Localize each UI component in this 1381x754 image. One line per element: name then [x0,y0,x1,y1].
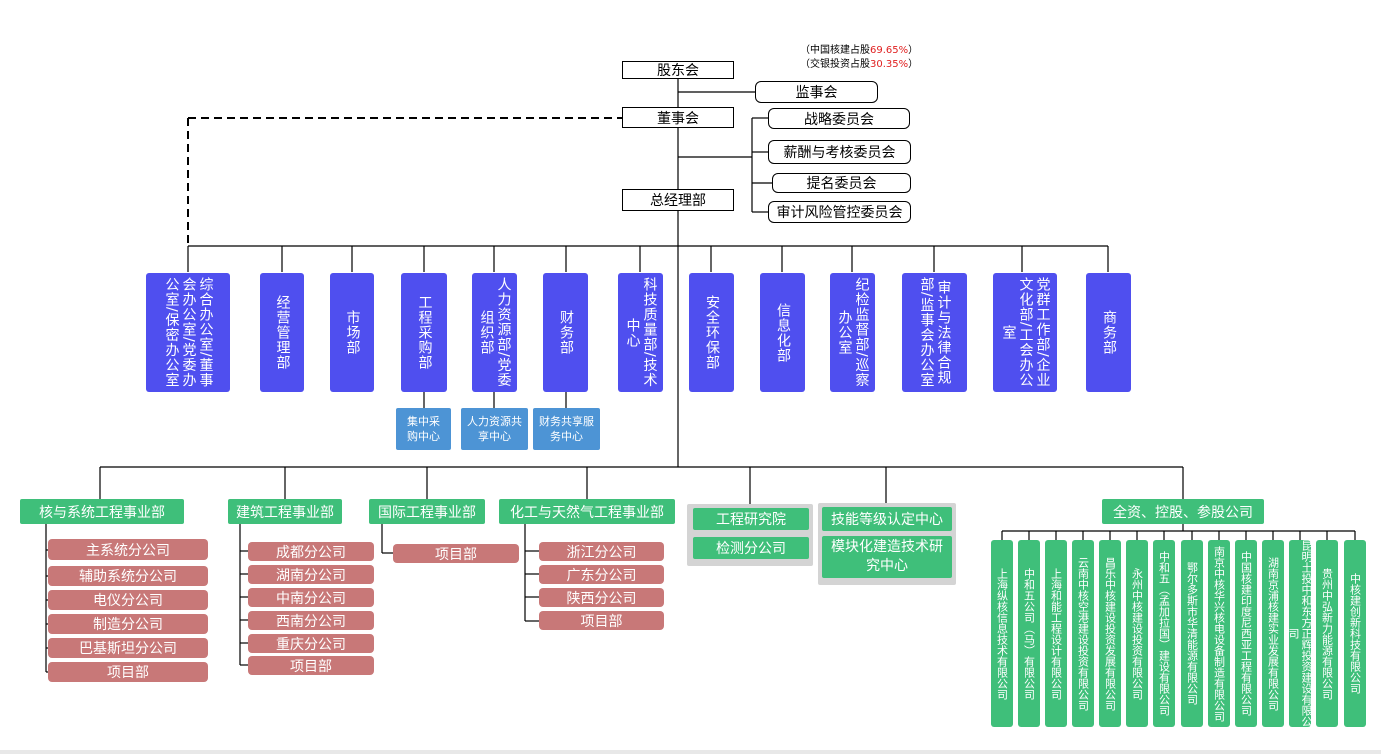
subsidiary-label: 南京中核华兴核电设备制造有限公司 [1212,545,1226,722]
subsidiary-label: 鄂尔多斯市华清能源有限公司 [1185,562,1199,705]
branch-nuclear-2: 辅助系统分公司 [48,566,208,586]
modular-construction-center: 模块化建造技术研究中心 [822,536,952,578]
subsidiaries-header: 全资、控股、参股公司 [1102,499,1264,524]
branch-building-1: 成都分公司 [248,542,374,561]
subsidiary-11: 湖南京浦核建实业发展有限公司 [1262,540,1284,727]
dept-technology-quality: 科技质量部/技术中心 [618,273,663,392]
dept-label: 市场部 [344,310,361,355]
dept-label: 党群工作部/企业文化部/工会办公室 [1000,277,1051,388]
dept-safety-environment: 安全环保部 [689,273,734,392]
subsidiary-label: 永州中核建设投资有限公司 [1130,567,1144,700]
supervisory-board: 监事会 [755,81,878,103]
division-international: 国际工程事业部 [369,499,485,524]
bottom-divider [0,750,1381,754]
dept-marketing: 市场部 [330,273,374,392]
branch-building-6: 项目部 [248,656,374,675]
general-manager-office: 总经理部 [622,189,734,211]
dept-engineering-procurement: 工程采购部 [401,273,447,392]
division-chemical: 化工与天然气工程事业部 [499,499,675,524]
branch-nuclear-4: 制造分公司 [48,614,208,634]
dept-label: 工程采购部 [416,295,433,370]
hr-shared-center: 人力资源共享中心 [461,408,528,450]
dept-label: 综合办公室/董事会办公室/党委办公室/保密办公室 [163,277,214,388]
subsidiary-label: 云南中核空港建设投资有限公司 [1076,556,1090,711]
dept-human-resources: 人力资源部/党委组织部 [472,273,517,392]
branch-building-4: 西南分公司 [248,611,374,630]
subsidiary-13: 贵州中弘新力能源有限公司 [1316,540,1338,727]
dept-label: 经营管理部 [274,295,291,370]
subsidiary-label: 贵州中弘新力能源有限公司 [1320,567,1334,700]
branch-nuclear-3: 电仪分公司 [48,590,208,610]
dept-party-affairs: 党群工作部/企业文化部/工会办公室 [993,273,1057,392]
subsidiary-label: 昆明土投中和东方正辉投资建设有限公司 [1287,540,1313,727]
ownership-note-bocom: （交银投资占股30.35%） [800,59,919,70]
subsidiary-9: 南京中核华兴核电设备制造有限公司 [1208,540,1230,727]
subsidiary-10: 中国核建印度尼西亚工程有限公司 [1235,540,1257,727]
dept-audit-legal: 审计与法律合规部/监事会办公室 [902,273,967,392]
subsidiary-6: 永州中核建设投资有限公司 [1126,540,1148,727]
subsidiary-5: 昌乐中核建设投资发展有限公司 [1099,540,1121,727]
subsidiary-7: 中和五（孟加拉国）建设有限公司 [1153,540,1175,727]
subsidiary-label: 中和五（孟加拉国）建设有限公司 [1157,551,1171,716]
shareholders-meeting: 股东会 [622,61,734,79]
subsidiary-4: 云南中核空港建设投资有限公司 [1072,540,1094,727]
subsidiary-label: 中核建创新科技有限公司 [1348,573,1362,694]
subsidiary-2: 中和五公司（马）有限公司 [1018,540,1040,727]
dept-discipline-inspection: 纪检监督部/巡察办公室 [830,273,875,392]
branch-building-5: 重庆分公司 [248,634,374,653]
subsidiary-label: 中和五公司（马）有限公司 [1022,567,1036,700]
board-of-directors: 董事会 [622,107,734,128]
testing-branch: 检测分公司 [693,537,809,559]
branch-chemical-1: 浙江分公司 [539,542,664,561]
subsidiary-label: 上海和能工程设计有限公司 [1049,567,1063,700]
remuneration-committee: 薪酬与考核委员会 [768,140,911,164]
subsidiary-label: 上海纵核信息技术有限公司 [995,567,1009,700]
dept-general-office: 综合办公室/董事会办公室/党委办公室/保密办公室 [146,273,230,392]
dept-label: 商务部 [1101,310,1117,355]
finance-shared-center: 财务共享服务中心 [533,408,600,450]
branch-international-1: 项目部 [393,544,519,563]
central-procurement-center: 集中采购中心 [396,408,451,450]
dept-label: 财务部 [558,310,574,355]
division-building: 建筑工程事业部 [228,499,342,524]
subsidiary-label: 昌乐中核建设投资发展有限公司 [1103,556,1117,711]
dept-label: 审计与法律合规部/监事会办公室 [918,277,952,388]
branch-nuclear-1: 主系统分公司 [48,539,208,560]
branch-nuclear-6: 项目部 [48,662,208,682]
dept-finance: 财务部 [543,273,588,392]
dept-informatization: 信息化部 [760,273,805,392]
branch-building-3: 中南分公司 [248,588,374,607]
subsidiary-14: 中核建创新科技有限公司 [1344,540,1366,727]
dept-label: 信息化部 [775,302,791,363]
strategy-committee: 战略委员会 [768,108,910,129]
subsidiary-8: 鄂尔多斯市华清能源有限公司 [1181,540,1203,727]
branch-chemical-3: 陕西分公司 [539,588,664,607]
dept-label: 科技质量部/技术中心 [624,277,658,388]
branch-building-2: 湖南分公司 [248,565,374,584]
dept-label: 纪检监督部/巡察办公室 [836,277,870,388]
dept-label: 人力资源部/党委组织部 [478,277,512,388]
subsidiary-label: 中国核建印度尼西亚工程有限公司 [1239,551,1253,716]
dept-operation-management: 经营管理部 [260,273,304,392]
engineering-research-institute: 工程研究院 [693,508,809,530]
subsidiary-3: 上海和能工程设计有限公司 [1045,540,1067,727]
dept-business: 商务部 [1086,273,1131,392]
subsidiary-12: 昆明土投中和东方正辉投资建设有限公司 [1287,540,1313,727]
subsidiary-1: 上海纵核信息技术有限公司 [991,540,1013,727]
branch-nuclear-5: 巴基斯坦分公司 [48,638,208,658]
skill-certification-center: 技能等级认定中心 [822,507,952,531]
division-nuclear: 核与系统工程事业部 [20,499,184,524]
ownership-note-cnec: （中国核建占股69.65%） [800,45,919,56]
subsidiary-label: 湖南京浦核建实业发展有限公司 [1266,556,1280,711]
audit-risk-committee: 审计风险管控委员会 [768,201,911,223]
nomination-committee: 提名委员会 [772,173,911,193]
dept-label: 安全环保部 [704,295,720,370]
branch-chemical-4: 项目部 [539,611,664,630]
branch-chemical-2: 广东分公司 [539,565,664,584]
